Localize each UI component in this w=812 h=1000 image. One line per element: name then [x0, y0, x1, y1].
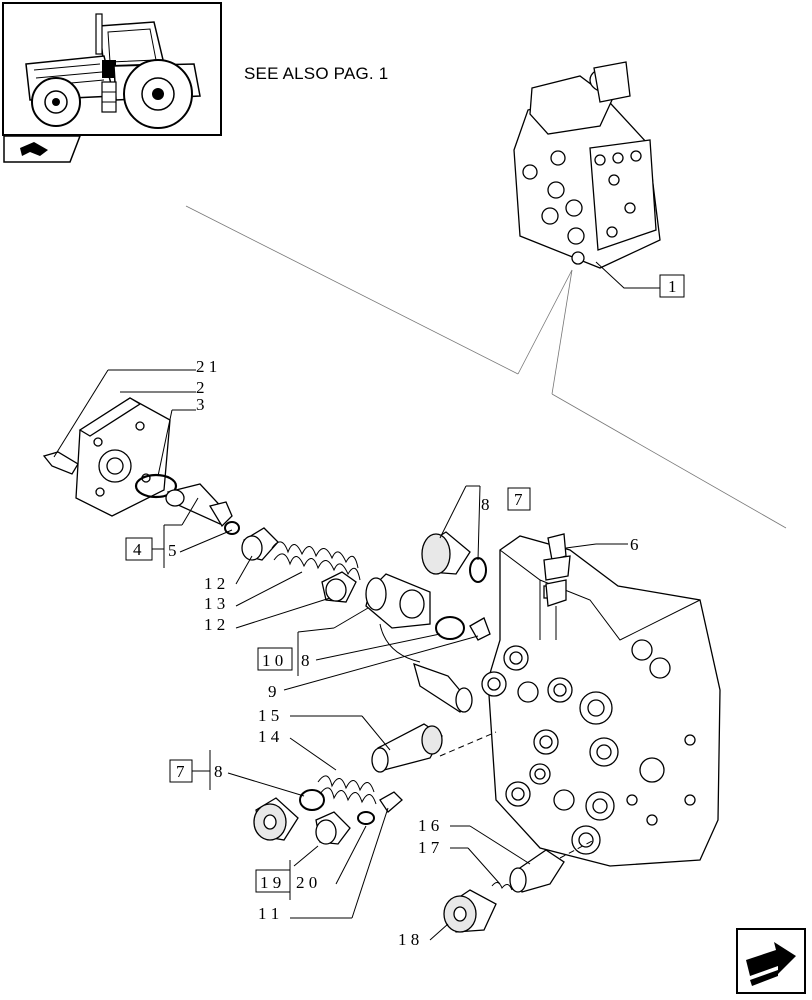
callout-8c: 8 — [214, 762, 223, 781]
callout-13: 1 3 — [204, 594, 225, 613]
leader-line-d — [551, 393, 787, 529]
callout-9: 9 — [268, 682, 277, 701]
callout-5: 5 — [168, 541, 177, 560]
callout-2: 2 — [196, 378, 205, 397]
callout-12a: 1 2 — [204, 574, 225, 593]
spool-parts — [165, 483, 361, 603]
callout-8a: 8 — [481, 495, 490, 514]
callout-3: 3 — [196, 395, 205, 414]
pressure-plug-6 — [543, 533, 571, 640]
callout-17: 1 7 — [418, 838, 440, 857]
see-also-note: SEE ALSO PAG. 1 — [244, 64, 389, 83]
callout-10: 1 0 — [262, 651, 283, 670]
next-page-arrow-icon — [746, 942, 796, 986]
next-page-button[interactable] — [736, 928, 806, 994]
callout-box-7a — [507, 487, 531, 511]
callout-14: 1 4 — [258, 727, 280, 746]
tractor-thumbnail-icon — [25, 13, 201, 129]
callout-box-1 — [659, 274, 685, 298]
flange-parts — [42, 397, 178, 517]
leader-line-b — [517, 269, 573, 375]
check-valve-parts — [443, 849, 565, 933]
callout-18: 1 8 — [398, 930, 419, 949]
callout-7b: 7 — [176, 762, 185, 781]
solenoid-parts — [365, 573, 491, 713]
callout-4: 4 — [133, 540, 142, 559]
cartridge-parts — [299, 723, 443, 813]
callout-20: 2 0 — [296, 873, 317, 892]
leader-line-c — [551, 269, 573, 395]
callout-15: 1 5 — [258, 706, 279, 725]
valve-body — [481, 535, 721, 867]
callout-7a: 7 — [514, 490, 523, 509]
callout-11: 1 1 — [258, 904, 279, 923]
callout-21: 2 1 — [196, 357, 217, 376]
callout-12b: 1 2 — [204, 615, 225, 634]
section-tab-icon — [3, 135, 82, 163]
plug-19-parts — [315, 811, 375, 845]
tractor-thumbnail — [2, 2, 222, 136]
plug-7-lower — [253, 797, 299, 841]
callout-box-10 — [257, 647, 293, 671]
leader-line-a — [185, 205, 519, 375]
callout-6: 6 — [630, 535, 639, 554]
callout-1: 1 — [668, 277, 677, 296]
valve-assembly-top — [513, 61, 661, 289]
callout-16: 1 6 — [418, 816, 439, 835]
plug-8-top — [421, 531, 487, 583]
callout-19: 1 9 — [260, 873, 281, 892]
callout-8b: 8 — [301, 651, 310, 670]
